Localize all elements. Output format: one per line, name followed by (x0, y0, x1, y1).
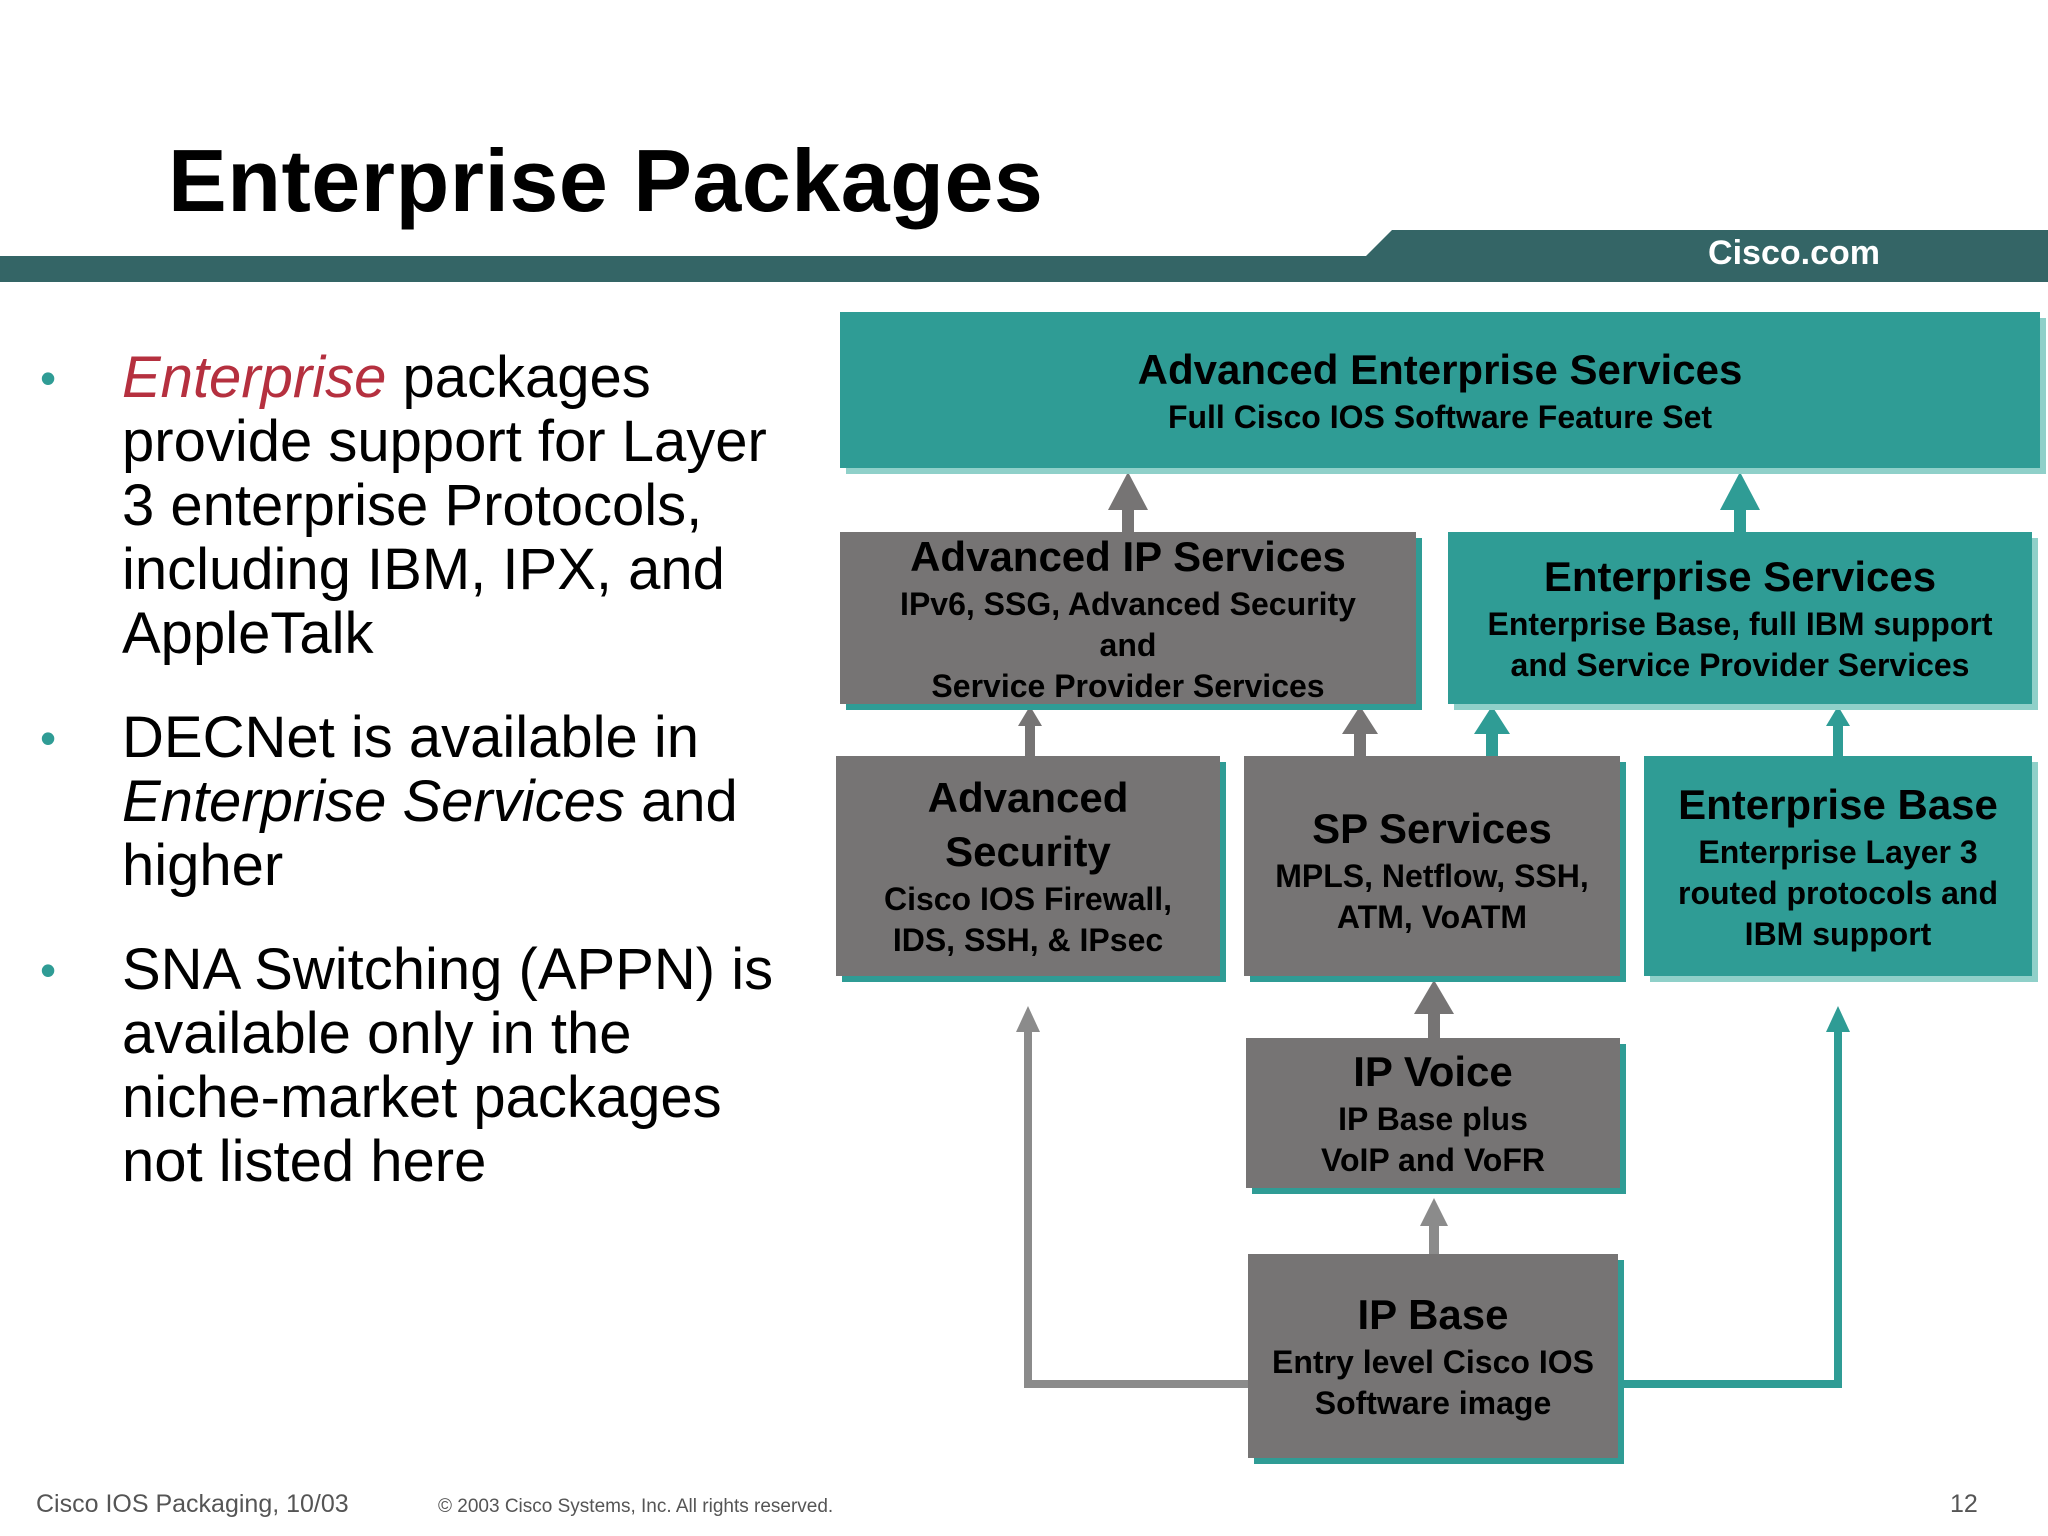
box-title: SP Services (1312, 805, 1552, 852)
box-description: Enterprise Base, full IBM support (1487, 606, 1993, 642)
box-description: ATM, VoATM (1336, 899, 1528, 935)
box-description: IDS, SSH, & IPsec (892, 922, 1164, 958)
bullet-accent: Enterprise (122, 345, 387, 410)
box-title: Enterprise Base (1678, 780, 1998, 828)
arrowhead-icon (1108, 472, 1148, 510)
box-description: IPv6, SSG, Advanced Security (900, 585, 1356, 622)
connector-line (1620, 1026, 1842, 1388)
box-description: MPLS, Netflow, SSH, (1275, 858, 1589, 894)
box-description: Full Cisco IOS Software Feature Set (1167, 398, 1713, 435)
box-description: Software image (1314, 1385, 1552, 1421)
box-title: IP Base (1357, 1291, 1509, 1338)
box-description: VoIP and VoFR (1320, 1142, 1545, 1178)
box-title: Advanced IP Services (910, 532, 1346, 580)
bullet-text: SNA Switching (APPN) is available only i… (122, 937, 774, 1194)
bullet-item: • SNA Switching (APPN) is available only… (40, 938, 800, 1194)
arrowhead-icon (1016, 1006, 1040, 1032)
bullet-text: DECNet is available in (122, 705, 700, 770)
box-description: routed protocols and (1678, 874, 1998, 911)
box-description: IBM support (1744, 915, 1932, 952)
box-description: Cisco IOS Firewall, (883, 881, 1173, 917)
page-number: 12 (1950, 1490, 1978, 1518)
bullet-item: • Enterprise packages provide support fo… (40, 346, 800, 666)
sp-services-box: SP Services MPLS, Netflow, SSH, ATM, VoA… (1244, 756, 1620, 976)
advanced-security-box: Advanced Security Cisco IOS Firewall, ID… (836, 756, 1220, 976)
arrowhead-icon (1720, 472, 1760, 510)
bullet-italic: Enterprise Services (122, 769, 625, 834)
box-description: and Service Provider Services (1510, 647, 1970, 683)
footer-course-label: Cisco IOS Packaging, 10/03 (36, 1490, 349, 1518)
enterprise-base-box: Enterprise Base Enterprise Layer 3 route… (1644, 756, 2032, 976)
ip-base-box: IP Base Entry level Cisco IOS Software i… (1248, 1254, 1618, 1458)
enterprise-services-box: Enterprise Services Enterprise Base, ful… (1448, 532, 2032, 704)
arrowhead-icon (1474, 706, 1510, 734)
arrowhead-icon (1826, 1006, 1850, 1032)
box-description: Service Provider Services (931, 667, 1325, 704)
bullet-icon: • (40, 944, 57, 996)
box-description: Enterprise Layer 3 (1698, 833, 1978, 870)
bullet-list: • Enterprise packages provide support fo… (40, 346, 800, 1234)
page-title: Enterprise Packages (168, 131, 1044, 230)
bullet-icon: • (40, 712, 57, 764)
bullet-icon: • (40, 352, 57, 404)
box-title: Advanced (927, 774, 1129, 821)
box-title: IP Voice (1353, 1048, 1513, 1095)
box-title: Advanced Enterprise Services (1137, 345, 1743, 393)
arrowhead-icon (1018, 706, 1042, 726)
footer-copyright: © 2003 Cisco Systems, Inc. All rights re… (438, 1496, 834, 1517)
advanced-enterprise-services-box: Advanced Enterprise Services Full Cisco … (840, 312, 2040, 468)
arrowhead-icon (1414, 980, 1454, 1014)
arrowhead-icon (1826, 706, 1850, 726)
arrowhead-icon (1342, 706, 1378, 734)
connector-line (1024, 1026, 1250, 1388)
box-description: and (1099, 626, 1157, 663)
box-description: Entry level Cisco IOS (1272, 1344, 1594, 1380)
arrowhead-icon (1420, 1198, 1448, 1226)
header-bar (0, 230, 2048, 282)
bullet-item: • DECNet is available in Enterprise Serv… (40, 706, 800, 898)
box-description: IP Base plus (1338, 1101, 1528, 1137)
box-title: Enterprise Services (1543, 553, 1937, 600)
brand-link[interactable]: Cisco.com (1708, 234, 1880, 272)
ip-voice-box: IP Voice IP Base plus VoIP and VoFR (1246, 1038, 1620, 1188)
box-title: Security (945, 828, 1111, 875)
advanced-ip-services-box: Advanced IP Services IPv6, SSG, Advanced… (840, 532, 1416, 704)
bullet-text: and higher (122, 769, 738, 898)
bullet-text: packages provide support for Layer 3 ent… (122, 345, 767, 666)
